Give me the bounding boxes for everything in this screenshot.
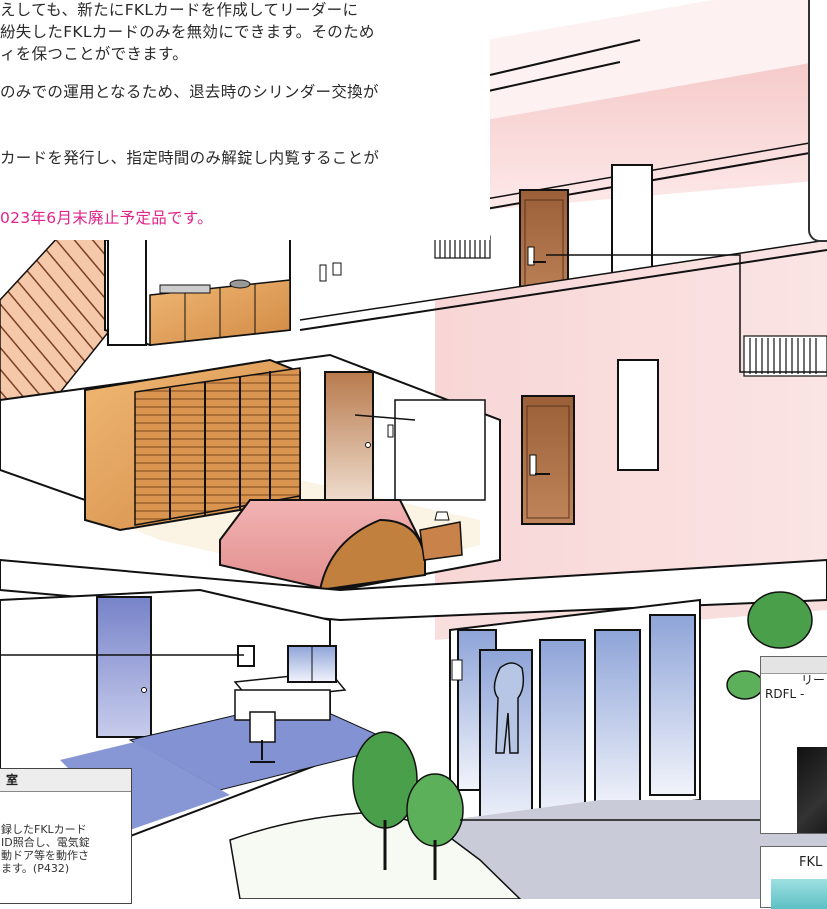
fkl-card-title: FKL: [799, 855, 823, 870]
description-line-4: のみでの運用となるため、退去時のシリンダー交換が: [0, 83, 379, 101]
callout-panel: [808, 0, 827, 242]
info-box-title: 室: [0, 769, 131, 792]
reader-card-title-line-2: RDFL -: [765, 687, 805, 701]
description-line-2: 紛失したFKLカードのみを無効にできます。そのため: [0, 23, 375, 41]
reader-card-header: [761, 657, 827, 674]
reader-product-card: リー RDFL -: [760, 656, 827, 834]
discontinued-notice: 023年6月末廃止予定品です。: [0, 209, 213, 227]
info-box-line-2: ID照合し、電気錠: [1, 836, 90, 849]
info-box: 室 録したFKLカード ID照合し、電気錠 動ドア等を動作さ ます。(P432): [0, 768, 132, 904]
reader-card-title: リー RDFL -: [761, 673, 827, 701]
description-panel: えしても、新たにFKLカードを作成してリーダーに 紛失したFKLカードのみを無効…: [0, 0, 490, 240]
info-box-line-3: 動ドア等を動作さ: [1, 849, 89, 862]
info-box-line-4: ます。(P432): [1, 862, 70, 875]
description-line-5: カードを発行し、指定時間のみ解錠し内覧することが: [0, 149, 380, 167]
description-line-3: ィを保つことができます。: [0, 45, 189, 63]
reader-card-title-line-1: リー: [801, 673, 826, 687]
info-box-line-1: 録したFKLカード: [1, 823, 87, 836]
info-box-body: 録したFKLカード ID照合し、電気錠 動ドア等を動作さ ます。(P432): [1, 823, 90, 875]
fkl-card-image: [771, 879, 827, 909]
reader-device-image: [797, 747, 827, 833]
description-line-1: えしても、新たにFKLカードを作成してリーダーに: [0, 1, 359, 19]
